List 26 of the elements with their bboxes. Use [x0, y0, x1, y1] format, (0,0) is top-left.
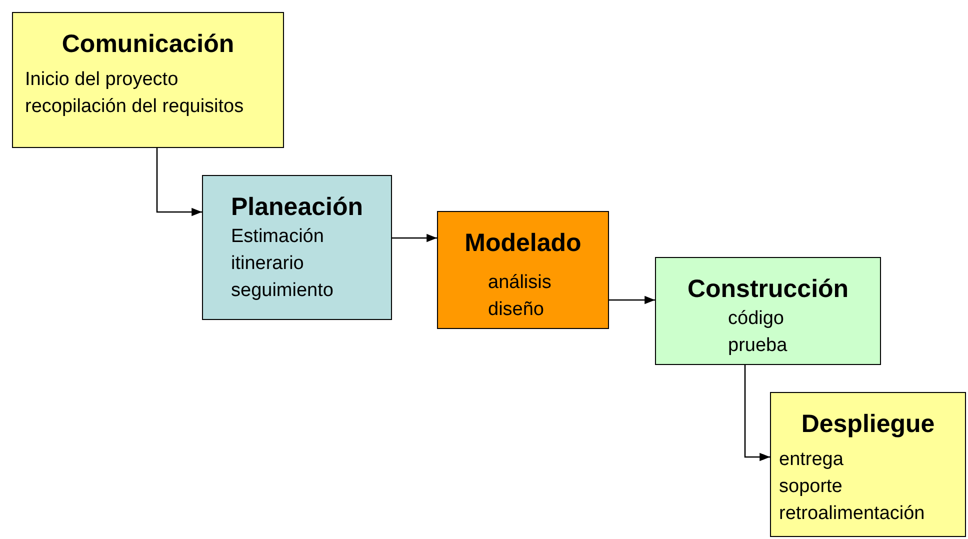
box-heading: Modelado — [464, 228, 582, 259]
arrow — [744, 365, 770, 462]
task-item: Estimación — [231, 225, 324, 250]
arrow — [609, 296, 655, 304]
arrow — [156, 148, 202, 216]
task-item: itinerario — [231, 252, 304, 276]
task-item: diseño — [488, 298, 544, 322]
process-box — [202, 175, 392, 320]
box-heading: Construcción — [687, 274, 849, 305]
task-item: código — [728, 307, 784, 332]
task-item: entrega — [779, 448, 844, 472]
task-item: retroalimentación — [779, 502, 925, 526]
arrow — [392, 234, 437, 242]
box-heading: Comunicación — [62, 29, 234, 60]
box-heading: Despliegue — [801, 409, 935, 440]
process-box — [770, 392, 966, 537]
task-item: seguimiento — [231, 279, 334, 304]
task-item: Inicio del proyecto — [25, 68, 178, 92]
process-box — [437, 211, 609, 329]
process-box — [12, 12, 284, 148]
process-box — [655, 257, 881, 365]
task-item: análisis — [488, 271, 552, 296]
task-item: recopilación del requisitos — [25, 95, 244, 120]
task-item: soporte — [779, 475, 842, 500]
task-item: prueba — [728, 334, 788, 358]
box-heading: Planeación — [231, 192, 363, 223]
